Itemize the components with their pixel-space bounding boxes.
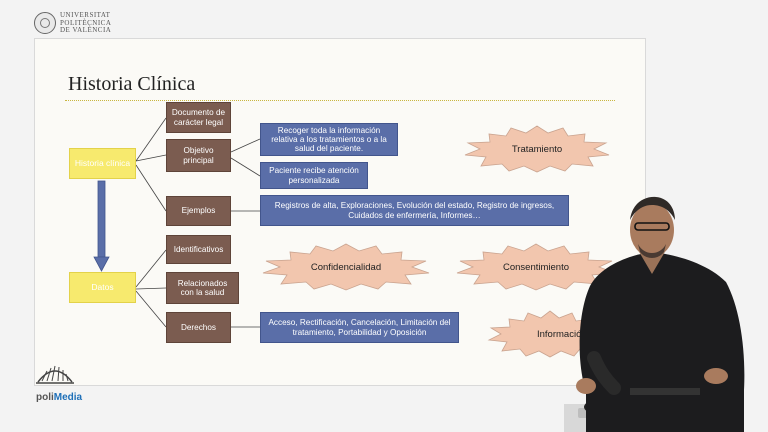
- node-acceso-derechos: Acceso, Rectificación, Cancelación, Limi…: [260, 312, 459, 343]
- star-informacion-label: Información: [537, 328, 587, 340]
- node-derechos: Derechos: [166, 312, 231, 343]
- star-confidencialidad-shape: [262, 243, 430, 291]
- star-tratamiento-shape: [464, 125, 610, 173]
- polimedia-brand: poliMedia: [36, 392, 82, 403]
- university-seal-icon: [34, 12, 56, 35]
- title-divider: [65, 100, 615, 101]
- node-recoger-informacion: Recoger toda la información relativa a l…: [260, 123, 398, 156]
- university-line-2: POLITÈCNICA: [60, 18, 112, 27]
- star-consentimiento-shape: [456, 243, 616, 291]
- diagram-connectors: [93, 117, 261, 328]
- node-historia-clinica: Historia clínica: [69, 148, 136, 179]
- university-line-1: UNIVERSITAT: [60, 11, 111, 19]
- slide-title: Historia Clínica: [68, 73, 196, 95]
- presenter-figure: [564, 196, 745, 432]
- node-datos: Datos: [69, 272, 136, 303]
- node-registros: Registros de alta, Exploraciones, Evoluc…: [260, 195, 569, 226]
- university-line-3: DE VALÈNCIA: [60, 26, 112, 34]
- node-ejemplos: Ejemplos: [166, 196, 231, 226]
- node-documento-legal: Documento de carácter legal: [166, 102, 231, 133]
- node-identificativos: Identificativos: [166, 235, 231, 264]
- university-logo: UNIVERSITAT POLITÈCNICA DE VALÈNCIA: [34, 11, 112, 35]
- polimedia-emblem-icon: [36, 365, 74, 384]
- star-tratamiento-label: Tratamiento: [511, 143, 563, 155]
- node-paciente-atencion: Paciente recibe atención personalizada: [260, 162, 368, 189]
- star-confidencialidad-label: Confidencialidad: [310, 261, 382, 273]
- presentation-slide: Historia Clínica Historia clínica Datos …: [34, 38, 646, 386]
- brand-suffix: Media: [53, 392, 83, 403]
- node-relacionados-salud: Relacionados con la salud: [166, 272, 239, 304]
- star-consentimiento-label: Consentimiento: [502, 261, 569, 273]
- brand-prefix: poli: [36, 392, 54, 403]
- university-name: UNIVERSITAT POLITÈCNICA DE VALÈNCIA: [60, 11, 112, 35]
- node-objetivo-principal: Objetivo principal: [166, 139, 231, 172]
